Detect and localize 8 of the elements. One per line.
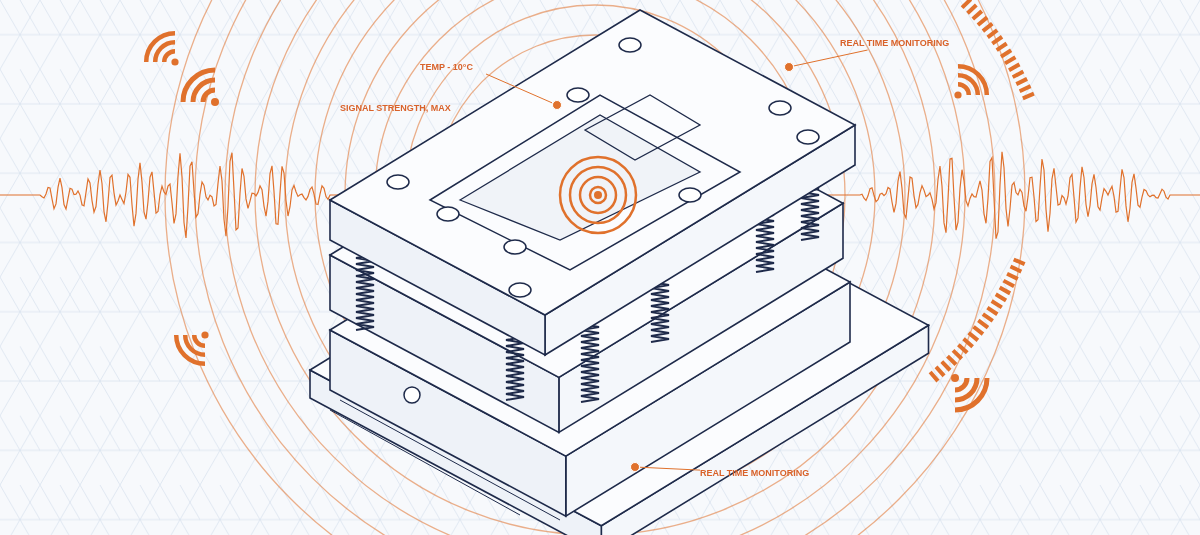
sensor-point — [552, 100, 562, 110]
leader-line — [639, 466, 701, 471]
callout-text: SIGNAL STRENGTH, MAX — [340, 102, 451, 115]
callout-text: REAL TIME MONITORING — [840, 37, 951, 50]
sensor-point — [630, 462, 640, 472]
callout-text: TEMP - 10°C — [420, 61, 474, 74]
sensor-point — [784, 62, 794, 72]
leader-line — [793, 49, 869, 67]
